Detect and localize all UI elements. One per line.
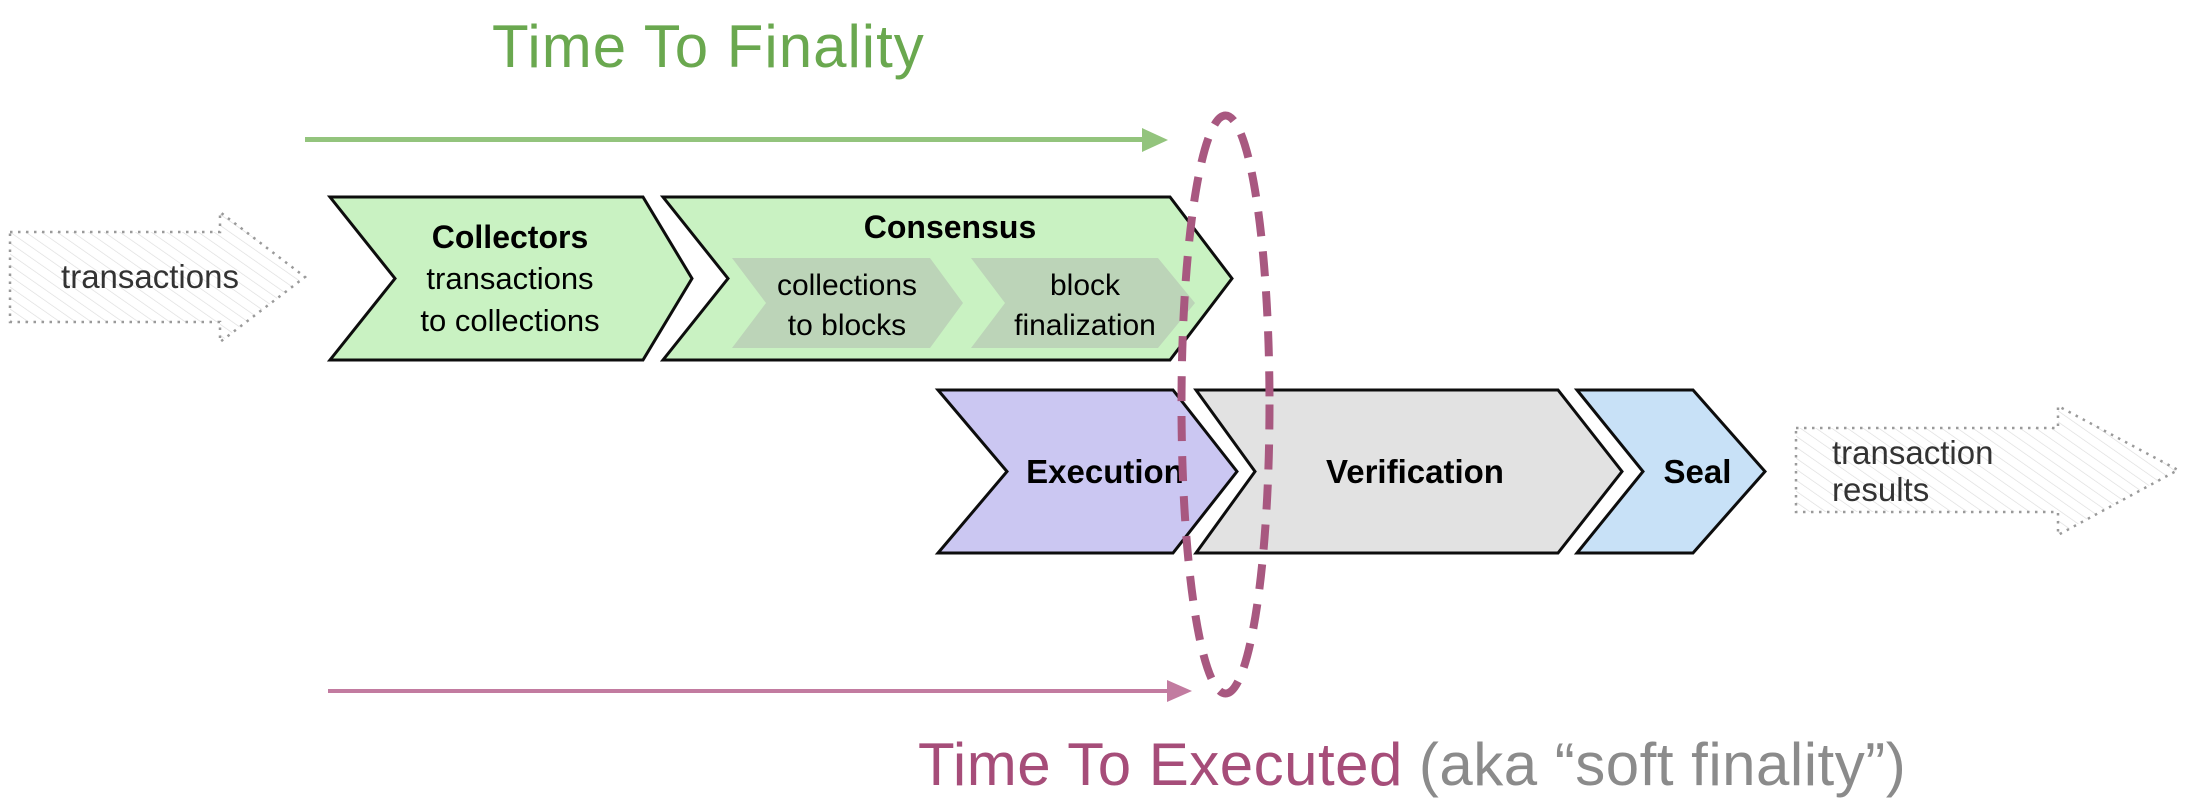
stage-execution-label: Execution — [990, 390, 1220, 553]
stage-verification-shape — [1193, 388, 1624, 555]
consensus-substage-2-chevron — [971, 258, 1195, 348]
verification-title: Verification — [1326, 452, 1504, 490]
transaction-results-line1: transaction — [1832, 434, 1994, 471]
execution-chevron — [934, 388, 1239, 555]
consensus-substage-1-chevron — [732, 258, 963, 348]
transactions-input-label: transactions — [61, 258, 239, 295]
executed-arrowhead-icon — [1167, 680, 1192, 702]
caption-aside-text: (aka “soft finality”) — [1418, 731, 1907, 798]
stage-collectors-label: Collectors transactions to collections — [365, 197, 655, 360]
transaction-results-label: transaction results — [1832, 434, 1993, 508]
stage-verification-label: Verification — [1235, 390, 1595, 553]
transaction-results-output-arrow-icon — [1794, 403, 2181, 538]
collectors-subtitle-2: to collections — [420, 302, 600, 338]
stage-seal-label: Seal — [1635, 390, 1760, 553]
stage-execution-shape — [934, 388, 1239, 555]
boundary-ellipse-stroke — [1177, 111, 1274, 698]
finality-timeline-arrow — [305, 137, 1143, 142]
substage-2-line2: finalization — [1014, 309, 1156, 342]
transaction-results-line2: results — [1832, 471, 1930, 508]
consensus-substage-2-label: block finalization — [965, 262, 1205, 350]
substage-2-line1: block — [1049, 269, 1121, 302]
executed-boundary-ellipse — [1177, 111, 1274, 698]
substage-1-line2: to blocks — [787, 309, 907, 342]
execution-title: Execution — [1026, 452, 1184, 490]
caption-main-text: Time To Executed — [918, 731, 1403, 798]
finality-arrowhead-icon — [1142, 128, 1168, 152]
collectors-chevron — [326, 195, 694, 362]
title-time-to-finality: Time To Finality — [492, 13, 925, 80]
executed-timeline-arrow — [328, 689, 1168, 693]
verification-chevron — [1193, 388, 1624, 555]
stage-collectors-shape — [326, 195, 694, 362]
collectors-title: Collectors — [431, 218, 589, 255]
consensus-title: Consensus — [863, 209, 1037, 245]
seal-chevron — [1573, 388, 1768, 555]
substage-1-line1: collections — [776, 269, 918, 302]
stage-seal-shape — [1573, 388, 1768, 555]
transactions-input-arrow-icon — [8, 209, 308, 345]
caption-time-to-executed: Time To Executed(aka “soft finality”) — [918, 730, 1906, 799]
seal-title: Seal — [1663, 452, 1732, 490]
consensus-substage-1-label: collections to blocks — [722, 262, 972, 350]
stage-consensus-shape — [659, 195, 1234, 362]
stage-consensus-label: Consensus — [700, 200, 1200, 254]
collectors-subtitle-1: transactions — [426, 260, 594, 296]
